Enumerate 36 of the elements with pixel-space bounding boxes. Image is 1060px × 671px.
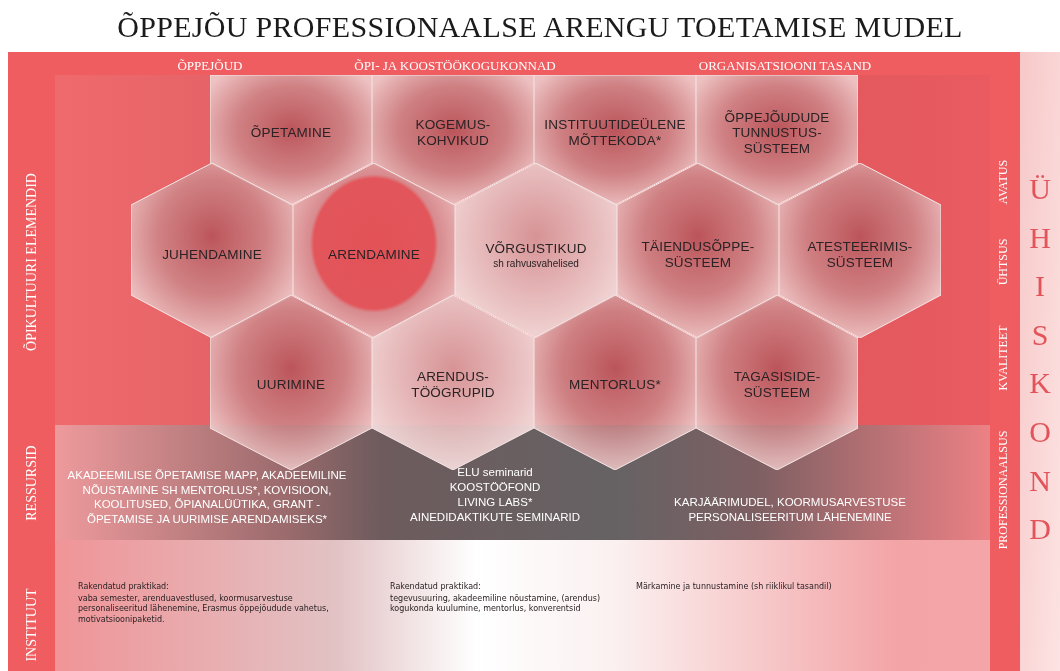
row-label: PROFESSIONAALSUS: [995, 430, 1011, 550]
element-label: ARENDAMINE: [328, 247, 420, 263]
element-label: VÕRGUSTIKUD: [485, 240, 587, 257]
element-label: ÕPETAMINE: [250, 125, 332, 141]
resource-text: KOOSTÖÖFOND: [448, 480, 542, 495]
practice-heading: Märkamine ja tunnustamine (sh riiklikul tasandil): [636, 582, 833, 593]
side-label: ÜHISKOND: [1028, 171, 1052, 548]
element-label: ATESTEERIMIS- SÜSTEEM: [806, 239, 914, 271]
practice-text: vaba semester, arenduavestlused, koormusarvestuse personaliseeritud lähenemine, Erasmus õppejõudude vahetus, motivatsioonipaketid.: [78, 594, 330, 626]
element-label: INSTITUUTIDEÜLENE MÕTTEKODA*: [543, 117, 687, 149]
element-label: UURIMINE: [256, 377, 326, 393]
resource-text: ELU seminarid: [456, 465, 534, 480]
row-label: KVALITEET: [995, 325, 1011, 391]
practice-heading: Rakendatud praktikad:: [78, 582, 170, 593]
row-label: RESSURSID: [24, 445, 40, 521]
row-label: AVATUS: [995, 159, 1011, 205]
resource-text: LIVING LABS*: [456, 495, 534, 510]
practice-text: tegevusuuring, akadeemiline nõustamine, (arendus) kogukonda kuulumine, mentorlus, konverentsid: [390, 594, 602, 615]
title: ÕPPEJÕU PROFESSIONAALSE ARENGU TOETAMISE MUDEL: [116, 10, 964, 44]
row-label: ÕPIKULTUURI ELEMENDID: [24, 173, 40, 351]
element-label: MENTORLUS*: [569, 377, 661, 393]
practice-heading: Rakendatud praktikad:: [390, 582, 482, 593]
resource-text: KARJÄÄRIMUDEL, KOORMUSARVESTUSE PERSONALISEERITUM LÄHENEMINE: [673, 495, 907, 525]
element-label: TÄIENDUSÕPPE- SÜSTEEM: [640, 239, 756, 271]
element-note: sh rahvusvahelised: [493, 258, 579, 270]
resource-text: AKADEEMILISE ÕPETAMISE MAPP, AKADEEMILINE NÕUSTAMINE SH MENTORLUS*, KOVISIOON, KOOLITUSED, ÕPIANALÜÜTIKA, GRANT - ÕPETAMISE JA UURIMISE ARENDAMISEKS*: [66, 468, 348, 527]
element-label: ÕPPEJÕUDUDE TUNNUSTUS- SÜSTEEM: [723, 109, 831, 157]
element-label: ARENDUS- TÖÖGRUPID: [410, 369, 496, 401]
element-label: KOGEMUS- KOHVIKUD: [414, 117, 492, 149]
row-label: ÜHTSUS: [995, 238, 1011, 286]
element-label: JUHENDAMINE: [162, 247, 262, 263]
resource-text: AINEDIDAKTIKUTE SEMINARID: [409, 510, 581, 525]
element-label: TAGASISIDE- SÜSTEEM: [732, 369, 822, 401]
column-header: ÕPI- JA KOOSTÖÖKOGUKONNAD: [353, 58, 557, 74]
row-label: INSTITUUT: [24, 588, 40, 662]
column-header: ORGANISATSIOONI TASAND: [697, 58, 873, 74]
